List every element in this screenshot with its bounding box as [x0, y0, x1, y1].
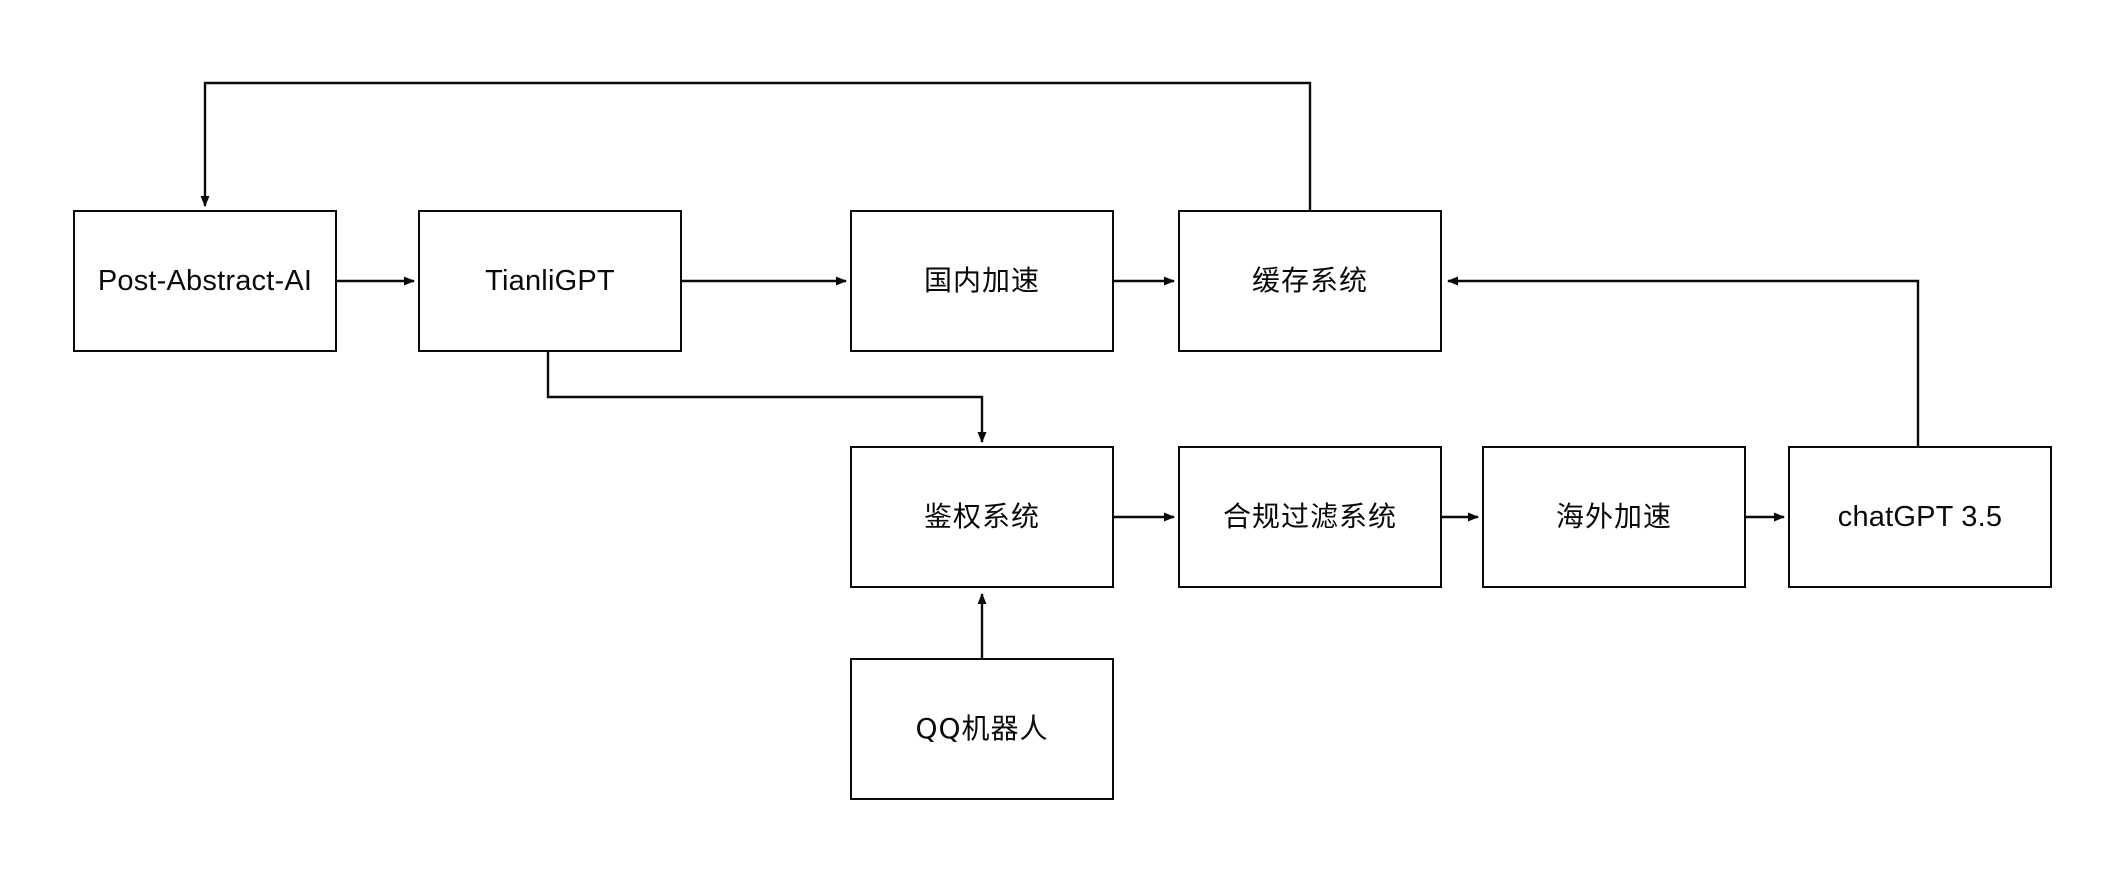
- node-auth-system[interactable]: 鉴权系统: [850, 446, 1114, 588]
- node-chatgpt-35[interactable]: chatGPT 3.5: [1788, 446, 2052, 588]
- node-label-post-abstract-ai: Post-Abstract-AI: [97, 264, 313, 297]
- node-label-cache-system: 缓存系统: [1251, 264, 1368, 298]
- node-post-abstract-ai[interactable]: Post-Abstract-AI: [73, 210, 337, 352]
- node-label-auth-system: 鉴权系统: [923, 500, 1040, 534]
- node-label-domestic-accel: 国内加速: [923, 264, 1040, 298]
- node-label-tianligpt: TianliGPT: [485, 264, 615, 297]
- node-compliance-filter[interactable]: 合规过滤系统: [1178, 446, 1442, 588]
- node-tianligpt[interactable]: TianliGPT: [418, 210, 682, 352]
- node-label-overseas-accel: 海外加速: [1555, 500, 1672, 534]
- node-label-compliance-filter: 合规过滤系统: [1222, 500, 1397, 534]
- node-label-qq-bot: QQ机器人: [915, 712, 1049, 746]
- edge-cache-to-post-feedback: [200, 81, 1312, 210]
- node-label-chatgpt-35: chatGPT 3.5: [1837, 500, 2003, 533]
- node-domestic-accel[interactable]: 国内加速: [850, 210, 1114, 352]
- edge-chatgpt-to-cache-feedback: [1447, 276, 1920, 446]
- node-overseas-accel[interactable]: 海外加速: [1482, 446, 1746, 588]
- node-qq-bot[interactable]: QQ机器人: [850, 658, 1114, 800]
- node-cache-system[interactable]: 缓存系统: [1178, 210, 1442, 352]
- edge-tianli-to-auth: [546, 352, 987, 443]
